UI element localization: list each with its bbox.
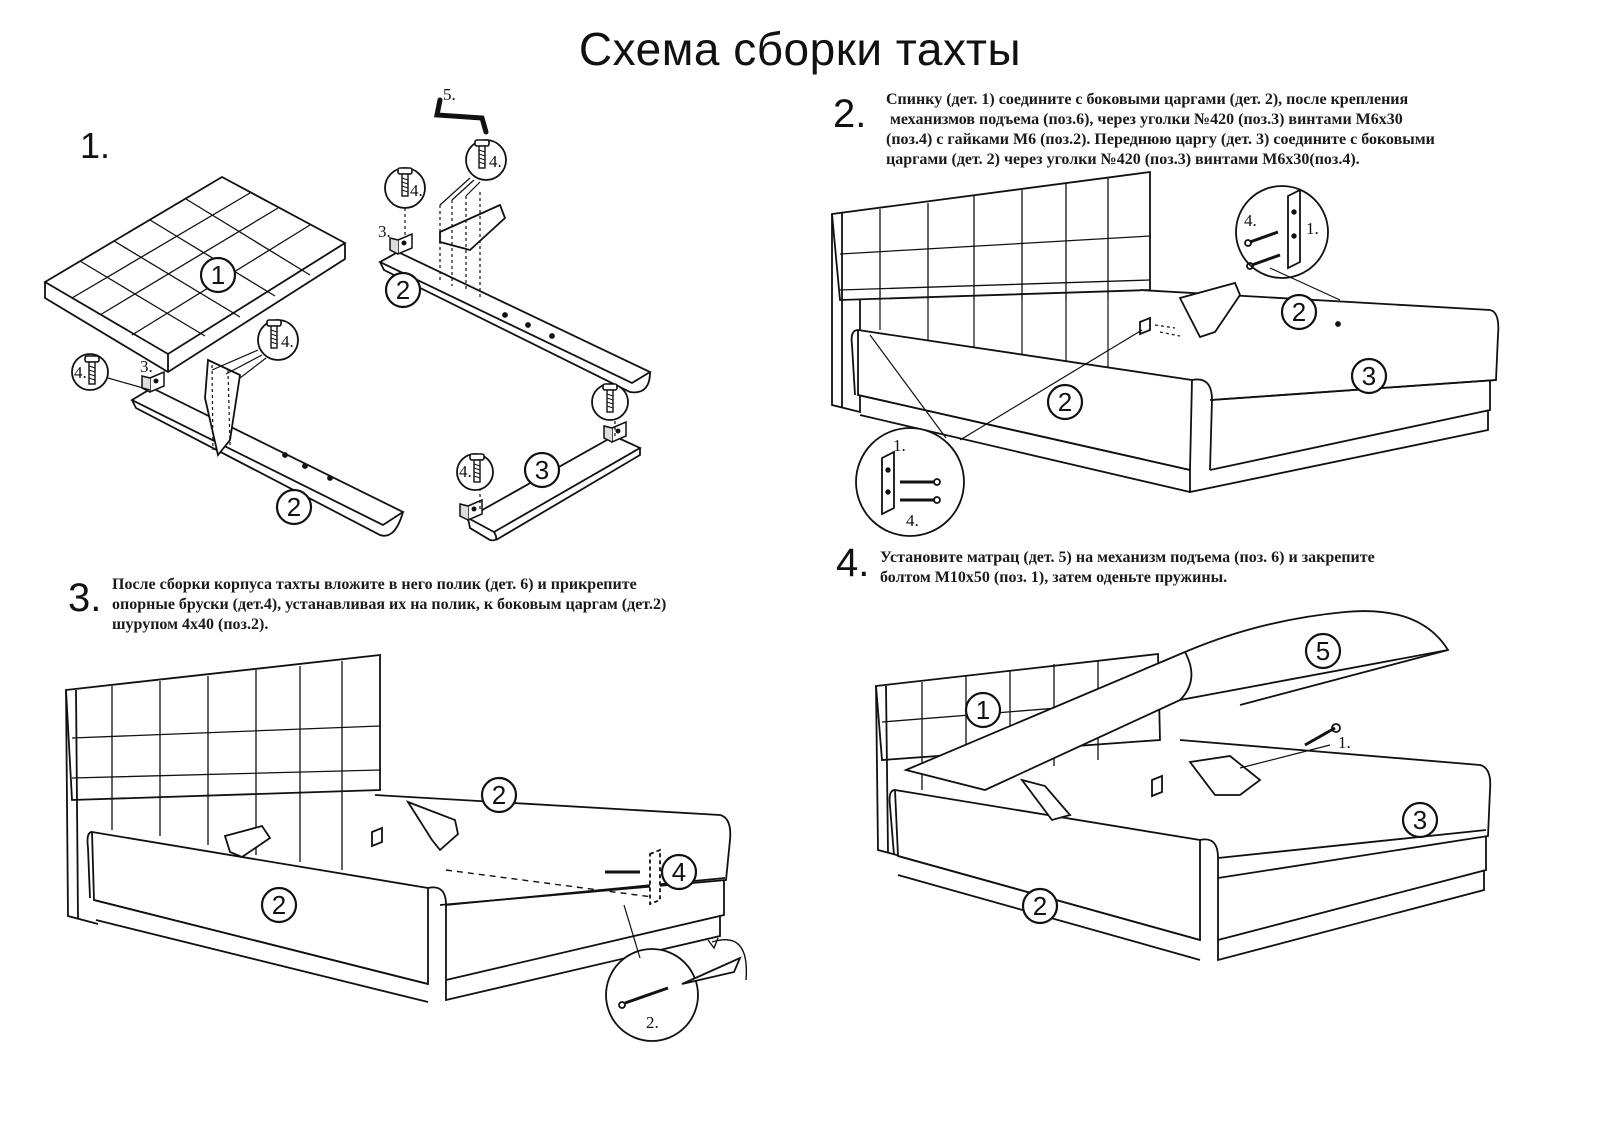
- part-number-circle: [260, 886, 298, 924]
- pos-label: 4.: [1244, 211, 1257, 230]
- part-number-circle: [1280, 293, 1318, 331]
- part-number-circle: [523, 451, 561, 489]
- part-number-circle: [384, 271, 422, 309]
- step-4-number: 4.: [836, 541, 870, 585]
- step-2-drawing: [831, 170, 1500, 537]
- part-number-circle: [1021, 887, 1059, 925]
- screw-callout: [439, 139, 507, 206]
- step-2-line: Спинку (дет. 1) соедините с боковыми цар…: [886, 91, 1409, 108]
- part-label: 2: [396, 275, 410, 305]
- part-label: 2: [1292, 297, 1306, 327]
- part-label: 2: [1033, 891, 1047, 921]
- part-label: 2: [287, 492, 301, 522]
- step-3-line: После сборки корпуса тахты вложите в нег…: [112, 576, 637, 593]
- bed-box: [888, 723, 1492, 962]
- screwdriver-icon: [681, 937, 748, 985]
- step-2-line: царгами (дет. 2) через уголки №420 (поз.…: [886, 151, 1360, 168]
- part-label: 5: [1316, 636, 1330, 666]
- part-number-circle: [1046, 383, 1084, 421]
- pos-label: 4.: [281, 332, 294, 351]
- bed-box: [850, 281, 1500, 494]
- detail-callout: [605, 904, 699, 1042]
- part-number-circle: [275, 488, 313, 526]
- step-4-drawing: [875, 610, 1492, 962]
- step-2-line: (поз.4) с гайками М6 (поз.2). Переднюю ц…: [886, 131, 1435, 148]
- step-3-line: опорные бруски (дет.4), устанавливая их …: [112, 596, 667, 613]
- part-number-circle: [199, 256, 237, 294]
- pos-label: 1.: [1338, 733, 1351, 752]
- screw-callout: [456, 453, 494, 491]
- step-2-text: Спинку (дет. 1) соедините с боковыми цар…: [886, 90, 1435, 170]
- step-3-line: шурупом 4х40 (поз.2).: [112, 616, 269, 633]
- part-label: 2: [1058, 387, 1072, 417]
- pos-label: 2.: [646, 1013, 659, 1032]
- step-2-line: механизмов подъема (поз.6), через уголки…: [886, 111, 1403, 128]
- screw-callout: [591, 383, 629, 421]
- part-number-circle: [1350, 357, 1388, 395]
- step-3-drawing: [65, 653, 748, 1042]
- side-rail-left: [130, 358, 405, 537]
- headboard: [65, 653, 381, 925]
- part-label: 1: [976, 695, 990, 725]
- detail-callout: [855, 329, 1143, 537]
- pos-label: 3.: [140, 357, 153, 376]
- step-4-line: болтом М10х50 (поз. 1), затем оденьте пр…: [880, 569, 1228, 586]
- step-3-text: После сборки корпуса тахты вложите в нег…: [112, 575, 666, 635]
- pos-label: 1.: [893, 436, 906, 455]
- part-number-circle: [1401, 801, 1439, 839]
- step-3-number: 3.: [68, 576, 102, 620]
- part-label: 3: [535, 455, 549, 485]
- step-4-text: Установите матрац (дет. 5) на механизм п…: [880, 548, 1375, 588]
- screw-callout: [71, 353, 151, 391]
- part-number-circle: [660, 853, 698, 891]
- part-label: 4: [672, 857, 686, 887]
- part-label: 2: [492, 780, 506, 810]
- detail-callout: [1235, 185, 1341, 301]
- bed-box: [86, 794, 732, 1003]
- pos-label: 4.: [906, 511, 919, 530]
- part-number-circle: [964, 691, 1002, 729]
- part-number-circle: [480, 776, 518, 814]
- pos-label: 4.: [459, 462, 472, 481]
- page-title: Схема сборки тахты: [578, 23, 1022, 75]
- part-label: 1: [211, 260, 225, 290]
- screw-callout: [384, 167, 426, 236]
- pos-label: 5.: [443, 85, 456, 104]
- pos-label: 4.: [410, 181, 423, 200]
- part-label: 3: [1362, 361, 1376, 391]
- pos-label: 1.: [1306, 219, 1319, 238]
- step-1-drawing: [43, 97, 652, 542]
- pos-label: 4.: [74, 363, 87, 382]
- part-label: 2: [272, 890, 286, 920]
- hex-key-icon: [433, 97, 489, 135]
- part-number-circle: [1304, 632, 1342, 670]
- step-1-number: 1.: [80, 125, 111, 166]
- pos-label: 3.: [378, 222, 391, 241]
- pos-label: 4.: [489, 152, 502, 171]
- screw-callout: [211, 319, 299, 379]
- part-label: 3: [1413, 805, 1427, 835]
- side-rail-right: [378, 192, 652, 394]
- step-4-line: Установите матрац (дет. 5) на механизм п…: [880, 549, 1375, 566]
- floor-panel: [43, 175, 347, 374]
- step-2-number: 2.: [833, 92, 867, 136]
- front-rail: [459, 415, 642, 542]
- headboard: [831, 170, 1151, 414]
